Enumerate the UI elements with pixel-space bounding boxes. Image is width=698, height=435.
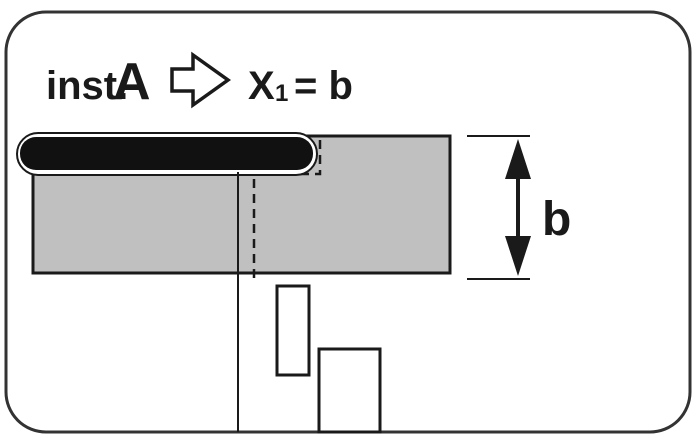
small-rectangle-right — [317, 347, 382, 434]
small-rectangle-left — [275, 284, 311, 377]
variable-x: X — [248, 64, 275, 108]
variable-subscript: 1 — [275, 80, 288, 107]
blade — [20, 137, 313, 170]
dimension-label: b — [542, 193, 571, 246]
instrument-letter: A — [113, 53, 151, 111]
hollow-arrow-icon — [170, 51, 232, 109]
instrument-prefix: inst. — [46, 64, 128, 108]
equation-rest: = b — [294, 64, 353, 108]
dimension-arrowhead-up-icon — [505, 139, 531, 179]
dimension-arrowhead-down-icon — [505, 236, 531, 276]
